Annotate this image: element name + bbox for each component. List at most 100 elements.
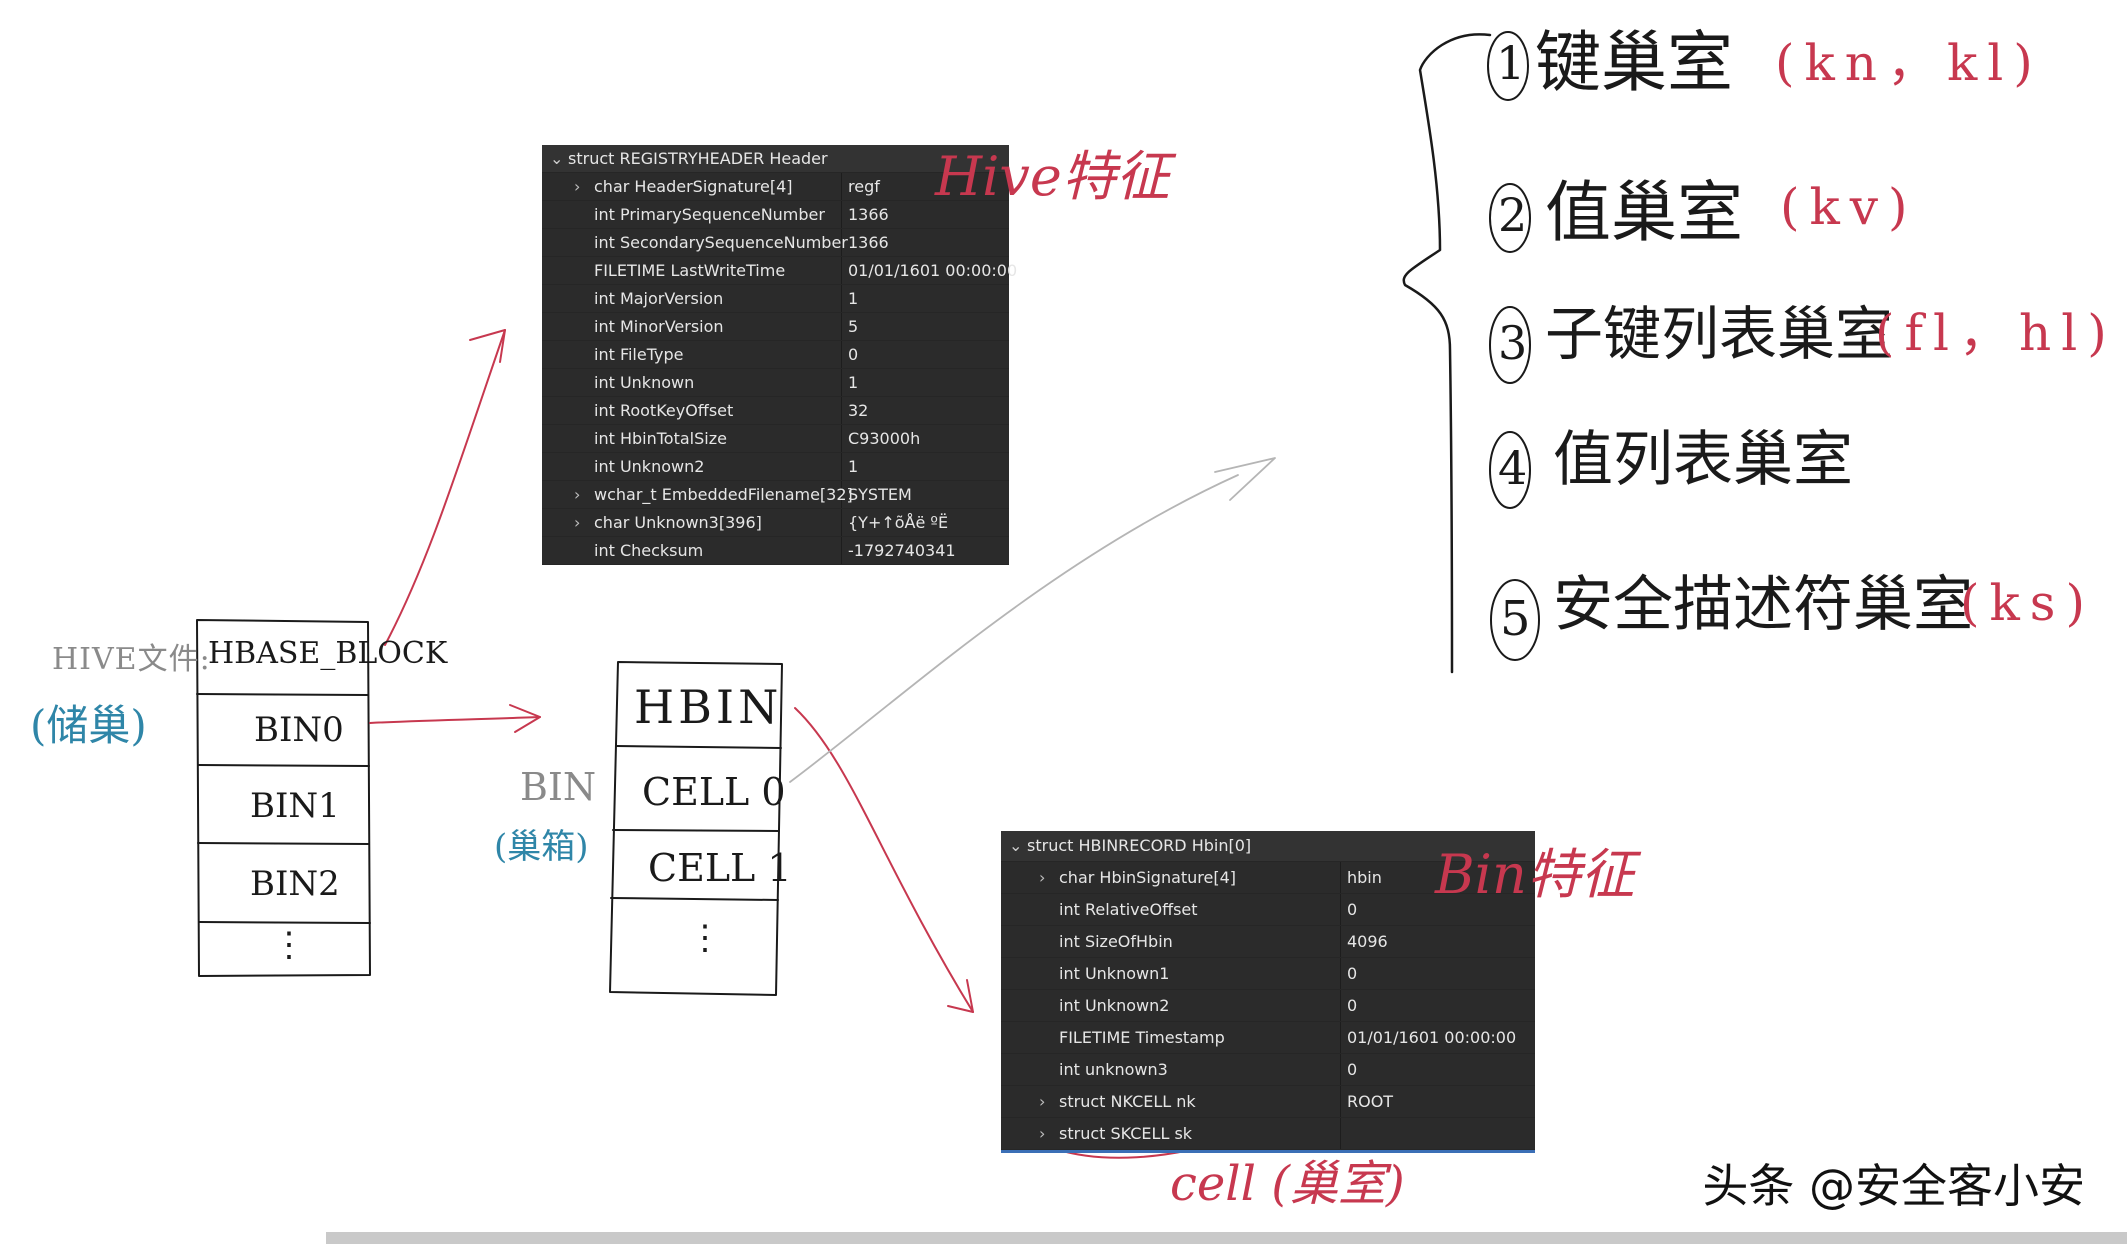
bin-label: BIN bbox=[520, 765, 597, 809]
field-value: 4096 bbox=[1347, 932, 1388, 951]
field-name: int Unknown2 bbox=[594, 457, 705, 476]
field-value: 1366 bbox=[848, 205, 889, 224]
field-value: 0 bbox=[1347, 964, 1358, 983]
cell-type-num: 2 bbox=[1498, 188, 1528, 242]
cell-type-num: 1 bbox=[1496, 36, 1526, 90]
arrow-hbase-to-header bbox=[384, 329, 506, 646]
bin-box-outline bbox=[609, 661, 783, 996]
hive-block-bin0: BIN0 bbox=[254, 710, 344, 750]
table-row[interactable]: › struct NKCELL nk ROOT bbox=[1001, 1086, 1535, 1118]
field-name: int PrimarySequenceNumber bbox=[594, 205, 825, 224]
registry-header-table: ⌄struct REGISTRYHEADER Header › char Head… bbox=[542, 145, 1017, 565]
field-name: int SizeOfHbin bbox=[1059, 932, 1173, 951]
hive-block-more: ⋮ bbox=[272, 925, 306, 965]
field-name: int MinorVersion bbox=[594, 317, 724, 336]
field-name: int RootKeyOffset bbox=[594, 401, 734, 420]
field-value: 1 bbox=[848, 457, 859, 476]
field-value: 0 bbox=[1347, 900, 1358, 919]
table-row[interactable]: ›char Unknown3[396]{Y+↑õÅë ºË bbox=[542, 509, 1009, 537]
bin-block-hbin: HBIN bbox=[634, 680, 783, 734]
table-row[interactable]: int PrimarySequenceNumber 1366 bbox=[542, 201, 1009, 229]
chevron-right-icon[interactable]: › bbox=[1039, 868, 1046, 887]
cell-caption: cell (巢室) bbox=[1170, 1156, 1405, 1212]
arrow-cell0-to-celltypes bbox=[789, 457, 1276, 783]
field-value: 32 bbox=[848, 401, 869, 420]
cell-type-text: 安全描述符巢室 bbox=[1553, 570, 1973, 640]
field-value: ROOT bbox=[1347, 1092, 1394, 1111]
cell-type-num: 5 bbox=[1500, 591, 1531, 647]
field-name: struct NKCELL nk bbox=[1059, 1092, 1196, 1111]
horizontal-scrollbar[interactable] bbox=[326, 1232, 2127, 1244]
table-row[interactable]: ›wchar_t EmbeddedFilename[32]SYSTEM bbox=[542, 481, 1009, 509]
field-name: char HbinSignature[4] bbox=[1059, 868, 1237, 887]
bracket bbox=[1402, 33, 1492, 674]
field-name: int unknown3 bbox=[1059, 1060, 1168, 1079]
table-row[interactable]: int RootKeyOffset 32 bbox=[542, 397, 1009, 425]
hive-block-bin2: BIN2 bbox=[250, 864, 340, 904]
field-value bbox=[1341, 1118, 1535, 1149]
hbin-record-table: ⌄struct HBINRECORD Hbin[0] › char HbinSig… bbox=[1001, 831, 1535, 1153]
watermark: 头条 @安全客小安 bbox=[1702, 1159, 2085, 1213]
table-row[interactable]: int Unknown 1 bbox=[542, 369, 1009, 397]
field-name: int Unknown1 bbox=[1059, 964, 1170, 983]
field-value: 1366 bbox=[848, 233, 889, 252]
chevron-right-icon[interactable]: › bbox=[574, 177, 581, 196]
registry-header-title-row[interactable]: ⌄struct REGISTRYHEADER Header bbox=[542, 145, 1009, 173]
arrow-bin0-to-bin bbox=[369, 704, 541, 733]
cell-type-text: 值列表巢室 bbox=[1553, 425, 1853, 495]
field-value: 0 bbox=[848, 345, 859, 364]
field-name: int MajorVersion bbox=[594, 289, 724, 308]
field-name: char HeaderSignature[4] bbox=[594, 177, 793, 196]
field-value: 0 bbox=[1347, 996, 1358, 1015]
bin-block-cell1: CELL 1 bbox=[648, 846, 792, 890]
field-name: int Checksum bbox=[594, 541, 704, 560]
cell-type-num: 4 bbox=[1498, 441, 1528, 495]
bin-block-more: ⋮ bbox=[688, 918, 722, 958]
chevron-right-icon[interactable]: › bbox=[574, 485, 581, 504]
cell-type-text: 值巢室 bbox=[1545, 174, 1743, 251]
field-name: int SecondarySequenceNumber bbox=[594, 233, 848, 252]
number-circles bbox=[1487, 31, 1540, 661]
table-row[interactable]: › struct SKCELL sk bbox=[1001, 1118, 1535, 1150]
bin-sublabel: (巢箱) bbox=[494, 827, 589, 867]
table-row[interactable]: ›char HbinSignature[4]hbin bbox=[1001, 862, 1535, 894]
cell-type-text: 子键列表巢室 bbox=[1545, 300, 1894, 368]
chevron-right-icon[interactable]: › bbox=[574, 513, 581, 532]
field-value: -1792740341 bbox=[848, 541, 956, 560]
field-value: C93000h bbox=[848, 429, 921, 448]
field-name: int FileType bbox=[594, 345, 684, 364]
cell-type-text: 键巢室 bbox=[1535, 24, 1733, 101]
table-row[interactable]: int Unknown1 0 bbox=[1001, 958, 1535, 990]
chevron-right-icon[interactable]: › bbox=[1039, 1092, 1046, 1111]
chevron-right-icon[interactable]: › bbox=[1039, 1124, 1046, 1143]
table-row[interactable]: int Checksum -1792740341 bbox=[542, 537, 1009, 565]
hive-file-sublabel: (储巢) bbox=[30, 701, 147, 750]
table-row[interactable]: int FileType 0 bbox=[542, 341, 1009, 369]
field-name: int Unknown bbox=[594, 373, 695, 392]
field-value: 1 bbox=[848, 373, 859, 392]
field-value: regf bbox=[848, 177, 880, 196]
hive-block-hbase: HBASE_BLOCK bbox=[208, 636, 448, 671]
chevron-down-icon[interactable]: ⌄ bbox=[1009, 836, 1023, 855]
table-row[interactable]: › char HeaderSignature[4] regf bbox=[542, 173, 1009, 201]
field-name: char Unknown3[396] bbox=[594, 513, 762, 532]
table-row[interactable]: int Unknown2 1 bbox=[542, 453, 1009, 481]
table-row[interactable]: int SizeOfHbin 4096 bbox=[1001, 926, 1535, 958]
bin-block-cell0: CELL 0 bbox=[642, 770, 786, 814]
hbin-record-title-row[interactable]: ⌄struct HBINRECORD Hbin[0] bbox=[1001, 831, 1535, 862]
chevron-down-icon[interactable]: ⌄ bbox=[550, 149, 564, 168]
field-name: struct SKCELL sk bbox=[1059, 1124, 1193, 1143]
hive-file-label: HIVE文件: bbox=[52, 642, 211, 677]
field-name: FILETIME LastWriteTime bbox=[594, 261, 786, 280]
